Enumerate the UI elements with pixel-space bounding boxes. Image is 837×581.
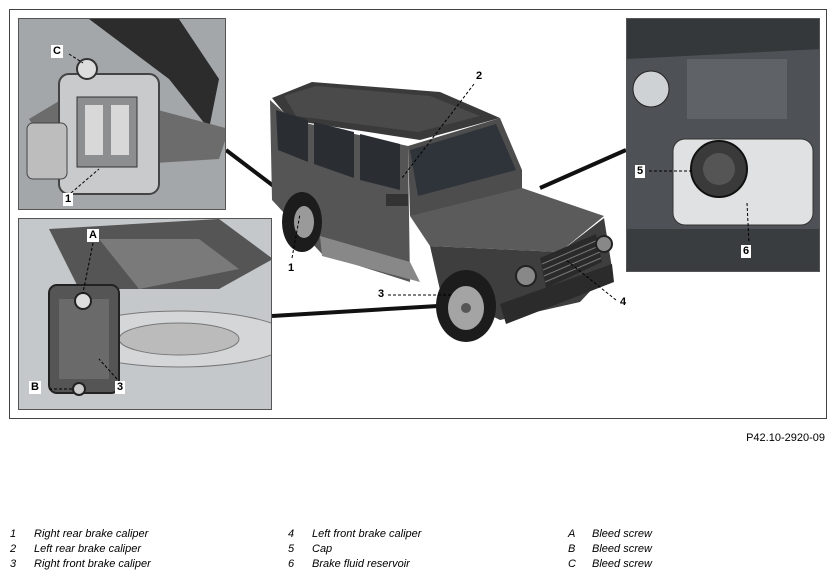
connector-bottom-left — [271, 304, 439, 318]
callout-2-main: 2 — [476, 70, 483, 82]
callout-6: 6 — [741, 245, 752, 258]
callout-B: B — [29, 381, 41, 394]
inset-front-caliper: A B 3 — [18, 218, 272, 410]
callout-5: 5 — [635, 165, 646, 178]
callout-4-main: 4 — [620, 296, 627, 308]
callout-1-main: 1 — [288, 262, 295, 274]
callout-3-inset: 3 — [115, 381, 126, 394]
callout-1-inset: 1 — [63, 193, 74, 206]
inset-rear-caliper: C 1 — [18, 18, 226, 210]
figure-reference: P42.10-2920-09 — [746, 432, 825, 444]
inset-brake-fluid-reservoir: 5 6 — [626, 18, 820, 272]
vehicle-body — [270, 82, 614, 342]
callout-3-main: 3 — [378, 288, 385, 300]
callout-A: A — [87, 229, 99, 242]
callout-C: C — [51, 45, 63, 58]
connector-right — [539, 148, 627, 190]
